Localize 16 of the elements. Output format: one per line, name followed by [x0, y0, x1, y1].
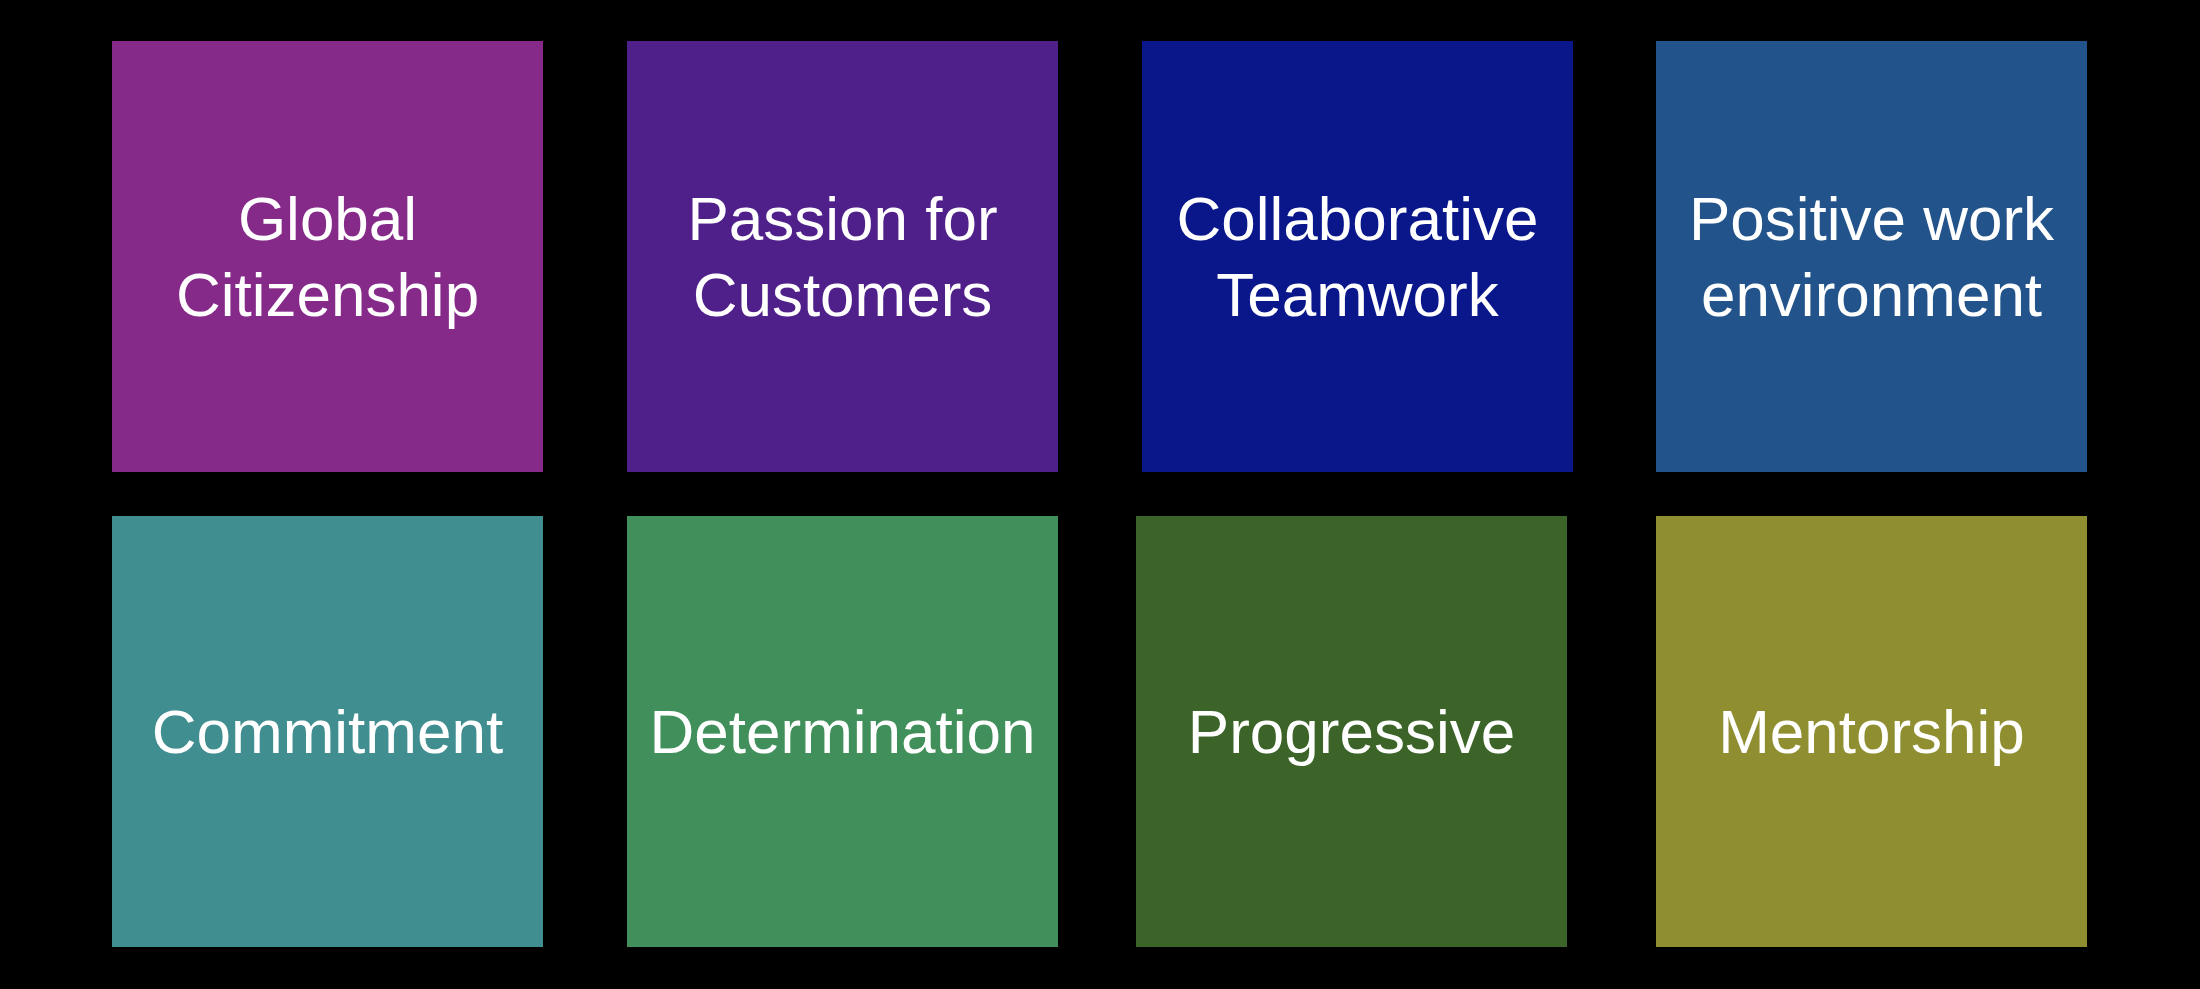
value-tile	[1656, 41, 2087, 472]
tile-label: Determination	[649, 695, 1036, 768]
tile-label: Commitment	[151, 695, 504, 768]
tile-label: Positive work environment	[1687, 182, 2056, 331]
value-tile	[627, 516, 1058, 947]
tile-label: Collaborative Teamwork	[1175, 182, 1540, 331]
value-tile	[627, 41, 1058, 472]
value-tile	[112, 516, 543, 947]
value-tile	[1136, 516, 1567, 947]
value-tile	[1656, 516, 2087, 947]
tile-label: Progressive	[1187, 695, 1516, 768]
value-tile	[1142, 41, 1573, 472]
tile-label: Global Citizenship	[174, 182, 481, 331]
value-tile	[112, 41, 543, 472]
tile-label: Passion for Customers	[686, 182, 999, 331]
tile-label: Mentorship	[1718, 695, 2025, 768]
